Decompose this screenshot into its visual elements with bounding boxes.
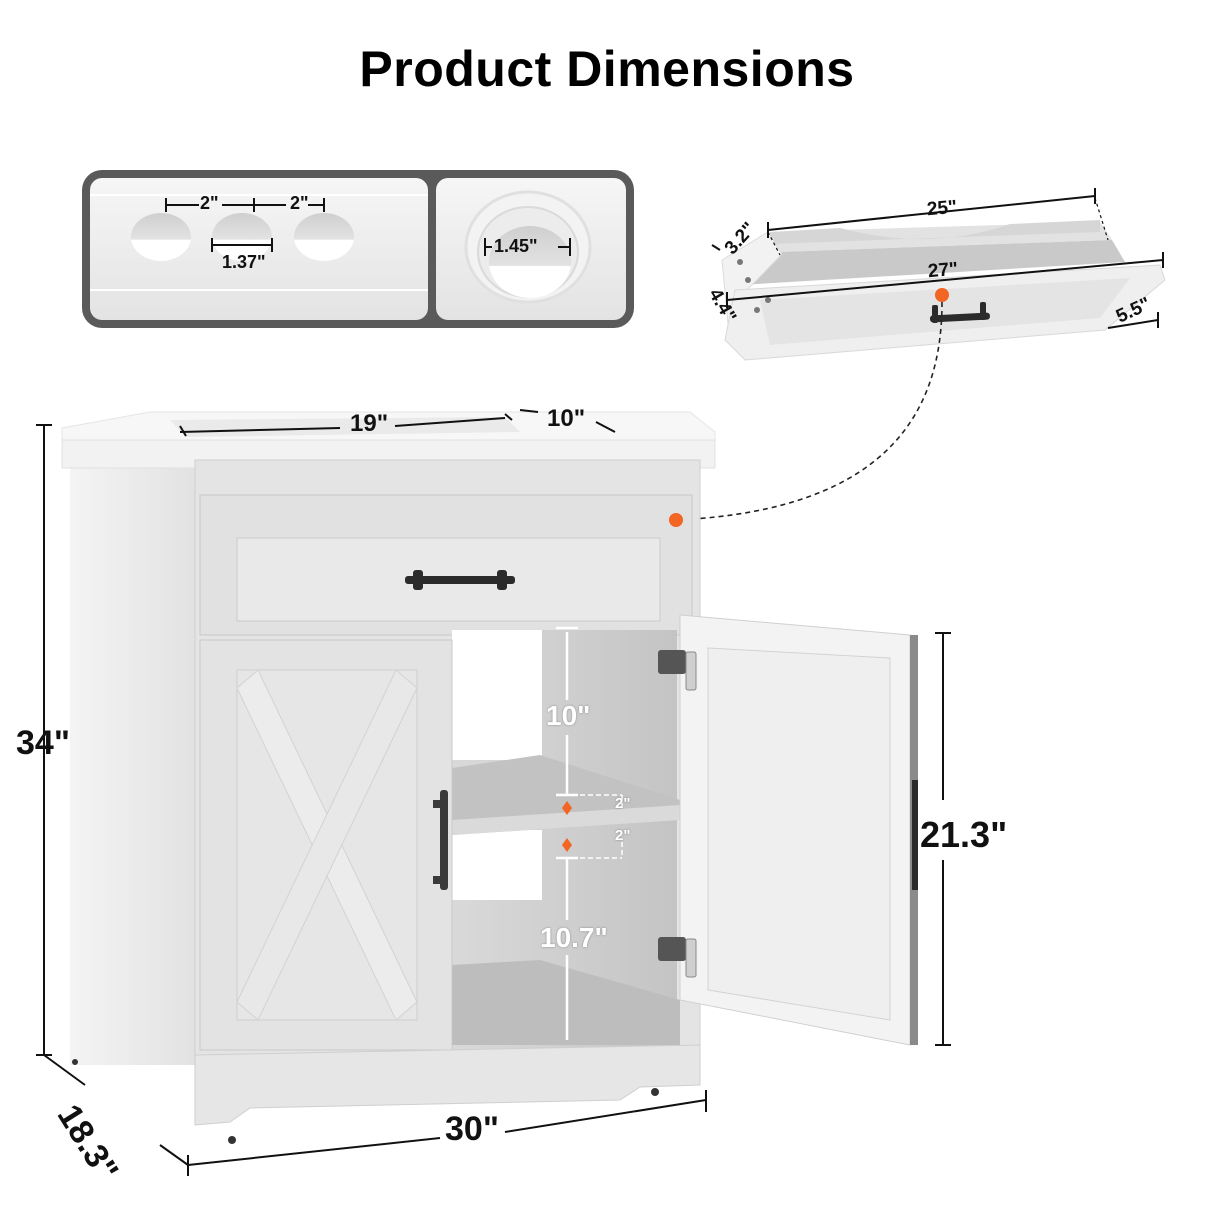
faucet-hole-detail-panel [82, 170, 634, 328]
total-height-label: 34" [16, 724, 70, 762]
cabinet-width-label: 30" [445, 1110, 499, 1148]
basin-depth-label: 10" [547, 405, 586, 432]
interior-dimension-lines [556, 626, 578, 1040]
faucet-spacing-left-label: 2" [200, 193, 219, 213]
faucet-spacing-right-label: 2" [290, 193, 309, 213]
faucet-hole-diameter-label: 1.37" [222, 252, 266, 272]
drain-diameter-label: 1.45" [494, 236, 538, 256]
drawer-outer-length-label: 27" [927, 258, 959, 283]
cabinet-dimension-lines [36, 409, 951, 1176]
lower-compartment-height-label: 10.7" [540, 922, 608, 953]
door-height-label: 21.3" [920, 814, 1008, 855]
upper-compartment-height-label: 10" [546, 700, 591, 731]
drawer-inner-length-label: 25" [926, 196, 958, 221]
basin-width-label: 19" [350, 410, 389, 437]
shelf-adjust-down-label: 2" [615, 827, 631, 844]
drawer-detail-illustration [675, 188, 1166, 521]
shelf-adjust-up-label: 2" [615, 795, 631, 812]
page-title: Product Dimensions [359, 41, 855, 97]
vanity-cabinet [61, 411, 918, 1144]
